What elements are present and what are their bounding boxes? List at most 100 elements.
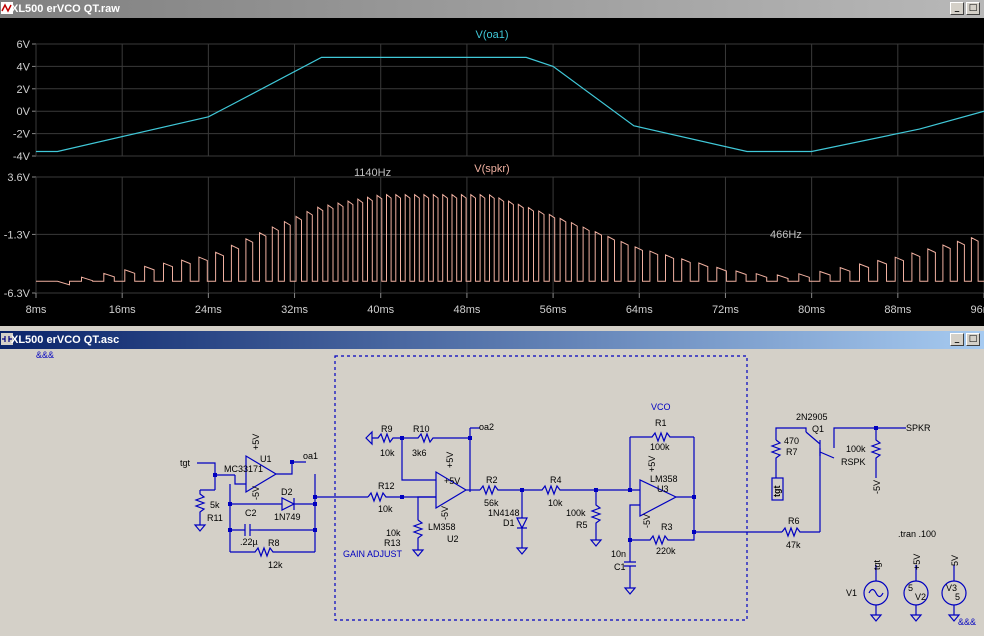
wire (629, 504, 640, 540)
resistor-r11[interactable]: 5k R11 (194, 490, 223, 525)
voa1-trace (36, 56, 984, 153)
svg-text:C1: C1 (614, 562, 626, 572)
ground-symbol (515, 547, 529, 555)
svg-text:56k: 56k (484, 498, 499, 508)
svg-text:LM358: LM358 (650, 474, 678, 484)
svg-text:R10: R10 (413, 424, 430, 434)
svg-text:R5: R5 (576, 520, 588, 530)
restore-button[interactable]: □ (966, 2, 980, 15)
zener-d2[interactable]: D2 1N749 (230, 487, 315, 522)
schematic-minimize-button[interactable]: _ (950, 333, 964, 346)
plot-window-title: XL500 erVCO QT.raw (11, 3, 120, 15)
opamp-u1[interactable]: MC33171 U1 +5V -5V (224, 434, 278, 500)
resistor-r12[interactable]: R12 10k (367, 481, 436, 514)
wire (200, 475, 216, 491)
x-tick-label: 80ms (798, 304, 825, 316)
vspkr-trace (36, 193, 984, 286)
y-tick-label: -1.3V (4, 229, 31, 241)
resistor-r4[interactable]: R4 10k (522, 475, 596, 508)
wire (401, 438, 436, 481)
svg-text:2N2905: 2N2905 (796, 412, 828, 422)
rspk-supply-label: -5V (872, 480, 882, 494)
gain-adjust-label: GAIN ADJUST (343, 549, 403, 559)
svg-text:-5V: -5V (440, 506, 450, 520)
svg-text:10k: 10k (386, 528, 401, 538)
opamp-u3[interactable]: LM358 U3 +5V -5V (639, 456, 678, 528)
transistor-q1[interactable]: 2N2905 Q1 (796, 412, 835, 459)
top-marker-label: &&& (36, 350, 54, 360)
svg-text:D1: D1 (503, 518, 515, 528)
voltage-source-v3[interactable]: V3 5 5V (941, 555, 967, 615)
schematic-window-title: XL500 erVCO QT.asc (11, 334, 120, 346)
schematic-canvas[interactable]: &&& &&& tgt 5k R11 MC33171 U1 +5V -5V oa… (0, 349, 984, 636)
wire (229, 484, 315, 552)
resistor-r10[interactable]: R10 3k6 (402, 424, 470, 458)
svg-text:5k: 5k (210, 500, 220, 510)
schematic-restore-button[interactable]: □ (966, 333, 980, 346)
svg-text:U2: U2 (447, 534, 459, 544)
schematic-window-titlebar[interactable]: XL500 erVCO QT.asc _ □ (0, 331, 984, 349)
svg-text:1N749: 1N749 (274, 512, 301, 522)
resistor-r3[interactable]: R3 220k (630, 522, 695, 556)
x-tick-label: 24ms (195, 304, 222, 316)
net-label-tgt: tgt (180, 458, 191, 468)
resistor-r2[interactable]: R2 56k (479, 475, 520, 508)
minimize-button[interactable]: _ (950, 2, 964, 15)
svg-text:+5V: +5V (251, 434, 261, 450)
plot-frame (35, 43, 984, 157)
svg-text:12k: 12k (268, 560, 283, 570)
wire (629, 437, 695, 532)
voltage-source-v1[interactable]: V1 tgt (846, 559, 889, 615)
diode-d1[interactable]: 1N4148 D1 (488, 490, 528, 548)
voltage-source-v2[interactable]: 5 V2 +5V (903, 554, 929, 615)
net-label-oa1: oa1 (303, 451, 318, 461)
trace-title: V(oa1) (475, 29, 508, 41)
svg-text:+5V: +5V (912, 554, 922, 570)
svg-text:R11: R11 (207, 513, 223, 523)
resistor-r1[interactable]: R1 100k (630, 418, 694, 452)
tgt-port-label: tgt (772, 486, 782, 498)
ground-symbol (365, 430, 373, 446)
junction-dots (213, 426, 878, 542)
capacitor-c1[interactable]: 10n C1 (611, 540, 636, 588)
svg-text:V2: V2 (915, 592, 926, 602)
resistor-r13[interactable]: 10k R13 (384, 519, 424, 550)
svg-text:V1: V1 (846, 588, 857, 598)
x-tick-label: 16ms (109, 304, 136, 316)
ltspice-schematic-icon (1, 333, 13, 345)
svg-text:R13: R13 (384, 538, 401, 548)
resistor-r6[interactable]: R6 47k (781, 516, 820, 550)
resistor-r5[interactable]: 100k R5 (566, 490, 602, 540)
svg-text:10k: 10k (548, 498, 563, 508)
plot-window-titlebar[interactable]: XL500 erVCO QT.raw _ □ (0, 0, 984, 18)
x-tick-label: 48ms (453, 304, 480, 316)
svg-text:1N4148: 1N4148 (488, 508, 520, 518)
opamp-u2[interactable]: +5V LM358 U2 +5V -5V (428, 452, 468, 544)
tgt-port-box (771, 477, 784, 501)
x-tick-label: 40ms (367, 304, 394, 316)
svg-text:100k: 100k (846, 444, 866, 454)
annotation-466hz: 466Hz (770, 229, 802, 241)
svg-text:-5V: -5V (642, 514, 652, 528)
resistor-r7[interactable]: 470 R7 (770, 436, 799, 478)
ltspice-waveform-icon (1, 2, 13, 14)
vco-label: VCO (651, 402, 671, 412)
tran-directive: .tran .100 (898, 529, 936, 539)
x-tick-label: 96ms (971, 304, 984, 316)
x-tick-label: 8ms (26, 304, 47, 316)
svg-text:220k: 220k (656, 546, 676, 556)
schematic-window: XL500 erVCO QT.asc _ □ &&& &&& tgt 5k R1… (0, 331, 984, 636)
svg-text:C2: C2 (245, 508, 257, 518)
resistor-r9[interactable]: R9 10k (372, 424, 402, 458)
resistor-r8[interactable]: R8 12k (230, 538, 315, 570)
svg-text:tgt: tgt (872, 559, 882, 570)
resistor-rspk[interactable]: 100k RSPK (841, 428, 882, 478)
svg-text:U3: U3 (657, 484, 669, 494)
wire (775, 427, 807, 440)
x-tick-label: 32ms (281, 304, 308, 316)
capacitor-c2[interactable]: C2 .22µ (240, 508, 258, 547)
